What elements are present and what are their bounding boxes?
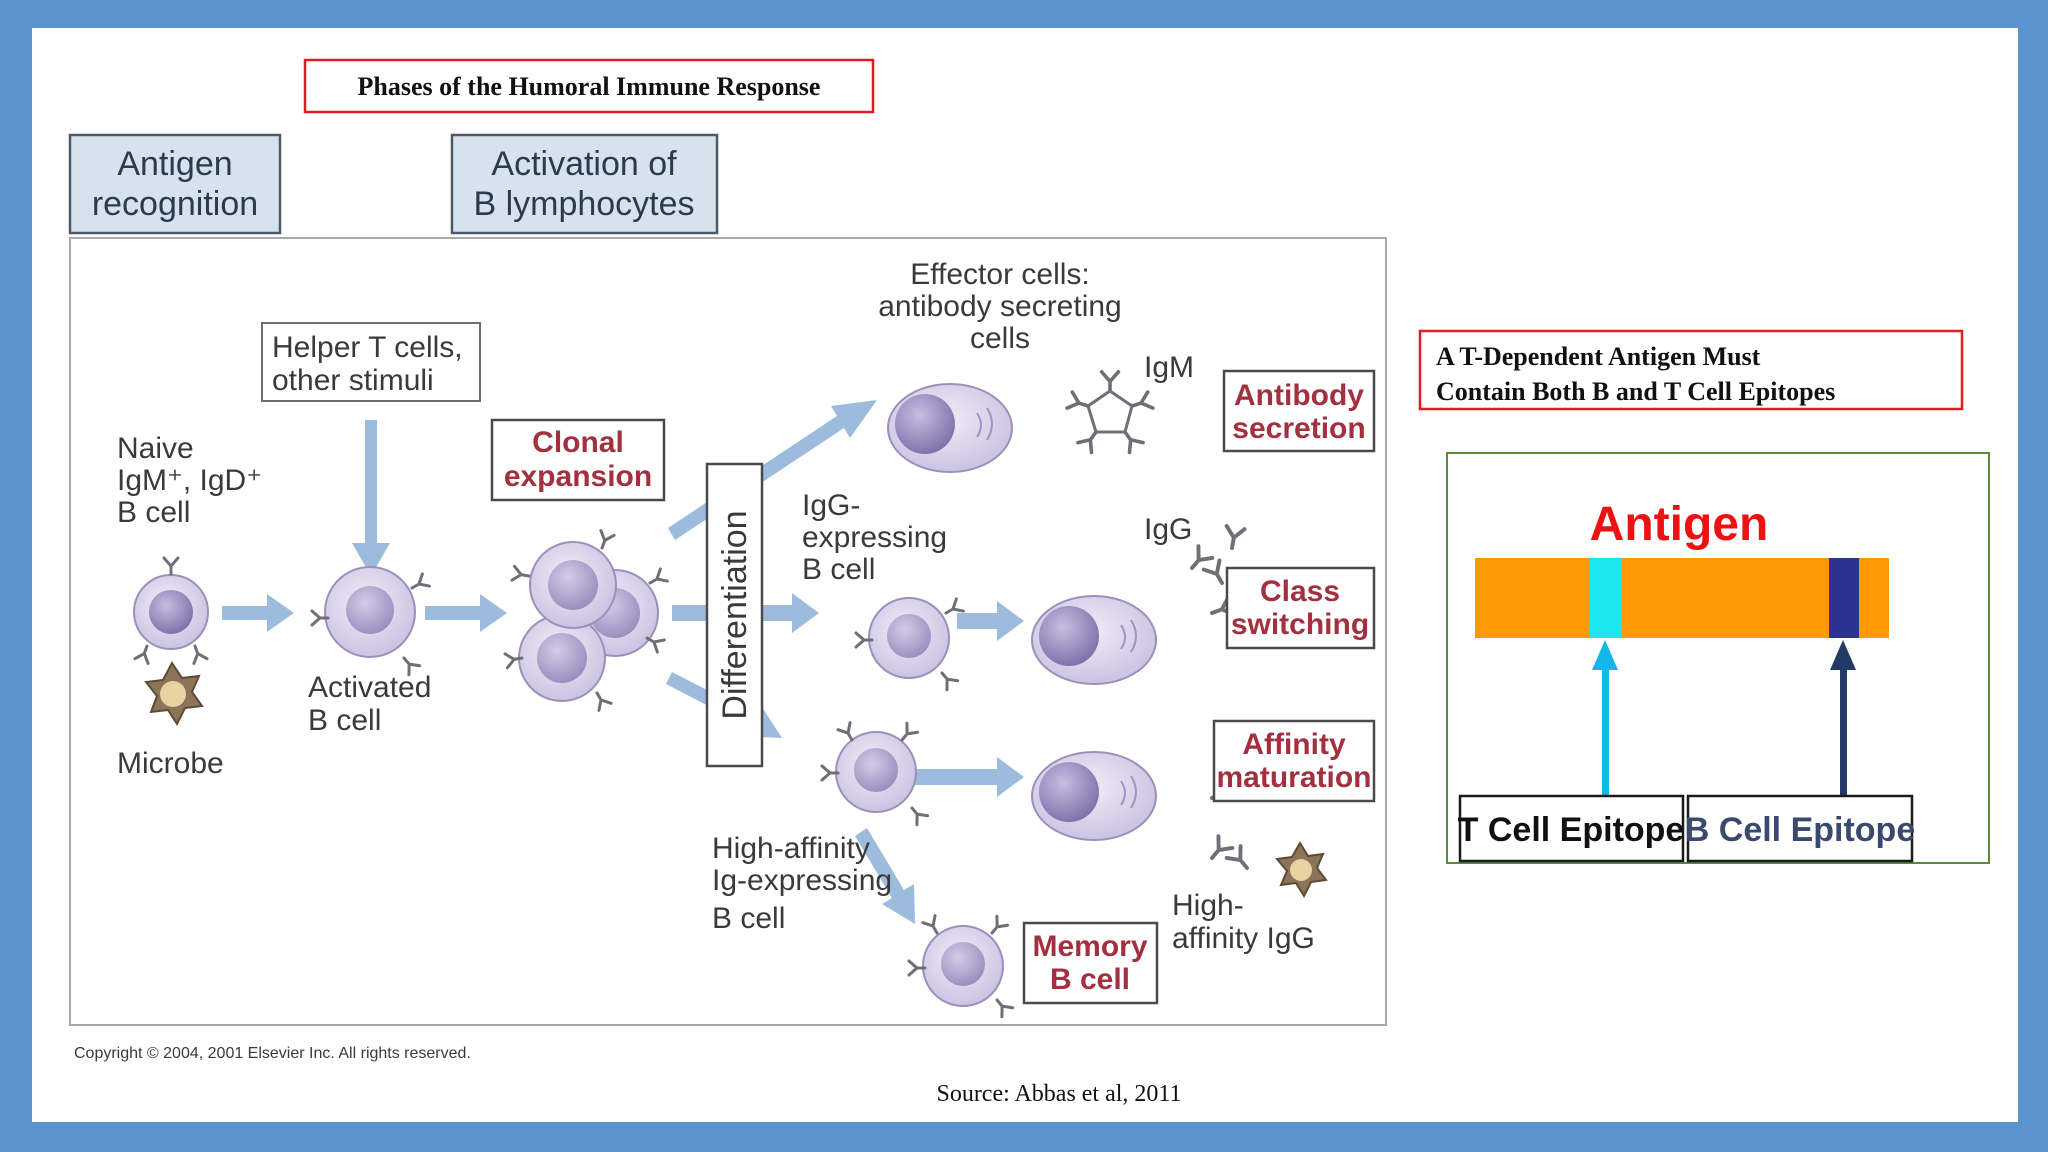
svg-text:Clonal: Clonal: [532, 426, 624, 459]
svg-text:Differentiation: Differentiation: [716, 510, 754, 719]
svg-text:expressing: expressing: [802, 521, 947, 554]
arrow-naive-to-activated: [222, 594, 294, 632]
epitope-title-box: A T-Dependent Antigen Must Contain Both …: [1418, 329, 1964, 411]
b-epitope-arrow: [1830, 640, 1856, 796]
activated-b-cell: [310, 566, 431, 677]
svg-text:affinity IgG: affinity IgG: [1172, 922, 1315, 955]
clonal-expansion-box: Clonal expansion: [490, 418, 666, 502]
b-epitope-segment: [1829, 558, 1859, 638]
memory-b-cell-box: Memory B cell: [1022, 921, 1159, 1005]
plasma-cell-antibody-secreting: [887, 383, 1013, 473]
arrow-helper-down: [352, 420, 390, 576]
igg-expressing-b-cell: [854, 597, 965, 692]
phase-header-activation: Activation of B lymphocytes: [450, 133, 719, 235]
antigen-label: Antigen: [1590, 498, 1769, 551]
slide-title-box: Phases of the Humoral Immune Response: [303, 58, 875, 114]
t-epitope-segment: [1589, 558, 1622, 638]
helper-t-box: Helper T cells, other stimuli: [261, 322, 481, 402]
svg-text:B lymphocytes: B lymphocytes: [473, 185, 694, 223]
svg-text:Affinity: Affinity: [1242, 728, 1346, 761]
t-epitope-arrow: [1592, 640, 1618, 796]
high-affinity-igg-icon: [1203, 777, 1328, 899]
t-epitope-label: T Cell Epitope: [1458, 811, 1685, 849]
svg-text:Activation of: Activation of: [491, 145, 677, 183]
naive-b-cell: [133, 556, 209, 665]
b-epitope-box: [1686, 794, 1914, 863]
arrow-igg-to-plasma: [957, 601, 1024, 641]
svg-text:maturation: maturation: [1216, 761, 1371, 794]
svg-text:other stimuli: other stimuli: [272, 364, 434, 397]
svg-text:B cell: B cell: [802, 553, 875, 586]
activated-b-label: Activated: [308, 671, 431, 704]
svg-text:Antibody: Antibody: [1234, 379, 1364, 412]
svg-text:Antigen: Antigen: [117, 145, 232, 183]
svg-text:secretion: secretion: [1232, 412, 1365, 445]
microbe-label: Microbe: [117, 747, 224, 780]
svg-text:Class: Class: [1260, 575, 1340, 608]
clonal-cell-cluster: [503, 529, 669, 712]
svg-text:recognition: recognition: [92, 185, 258, 223]
high-affinity-b-label: High-affinity: [712, 832, 870, 865]
svg-text:switching: switching: [1231, 608, 1369, 641]
antibody-secretion-box: Antibody secretion: [1222, 369, 1376, 453]
naive-b-label: Naive: [117, 432, 194, 465]
high-affinity-b-cell: [820, 721, 930, 827]
igg-b-label: IgG-: [802, 489, 860, 522]
slide: Phases of the Humoral Immune Response An…: [32, 28, 2018, 1122]
microbe-icon: [144, 661, 204, 727]
svg-text:Helper T cells,: Helper T cells,: [272, 331, 463, 364]
b-epitope-label: B Cell Epitope: [1685, 811, 1915, 849]
svg-text:IgM⁺, IgD⁺: IgM⁺, IgD⁺: [117, 464, 262, 497]
epitope-panel: Antigen T Cell Epitope B Cell Epitope: [1446, 452, 1990, 864]
class-switching-box: Class switching: [1225, 566, 1376, 650]
affinity-maturation-box: Affinity maturation: [1212, 719, 1376, 803]
svg-text:Contain Both B and T Cell Epi: Contain Both B and T Cell Epitopes: [1436, 377, 1835, 406]
svg-text:B cell: B cell: [1050, 963, 1130, 996]
igm-label: IgM: [1144, 351, 1194, 384]
arrow-highaff-to-plasma: [912, 757, 1024, 797]
plasma-cell-high-affinity: [1031, 751, 1157, 841]
igm-pentamer-icon: [1065, 369, 1155, 455]
slide-title: Phases of the Humoral Immune Response: [358, 72, 821, 101]
svg-text:B cell: B cell: [308, 704, 381, 737]
svg-text:Ig-expressing: Ig-expressing: [712, 864, 892, 897]
svg-text:cells: cells: [970, 322, 1030, 355]
antigen-bar: [1475, 558, 1889, 638]
svg-text:Memory: Memory: [1032, 930, 1147, 963]
t-epitope-box: [1458, 794, 1685, 863]
arrow-to-memory: [855, 828, 915, 924]
effector-label: Effector cells:: [910, 258, 1090, 291]
memory-b-cell: [907, 914, 1015, 1019]
svg-text:antibody secreting: antibody secreting: [878, 290, 1122, 323]
arrow-activated-to-clonal: [425, 594, 507, 632]
differentiation-box: Differentiation: [705, 462, 764, 768]
copyright-text: Copyright © 2004, 2001 Elsevier Inc. All…: [74, 1045, 471, 1062]
plasma-cell-igg: [1031, 595, 1157, 685]
source-citation: Source: Abbas et al, 2011: [936, 1081, 1181, 1107]
diagram-canvas: Phases of the Humoral Immune Response An…: [68, 58, 1990, 1107]
svg-text:B cell: B cell: [117, 496, 190, 529]
igg-label: IgG: [1144, 513, 1192, 546]
svg-text:expansion: expansion: [504, 460, 652, 493]
svg-text:A T-Dependent Antigen Must: A T-Dependent Antigen Must: [1436, 342, 1761, 371]
high-affinity-igg-label: High-: [1172, 889, 1244, 922]
phase-header-antigen-recognition: Antigen recognition: [68, 133, 282, 235]
svg-text:B cell: B cell: [712, 902, 785, 935]
